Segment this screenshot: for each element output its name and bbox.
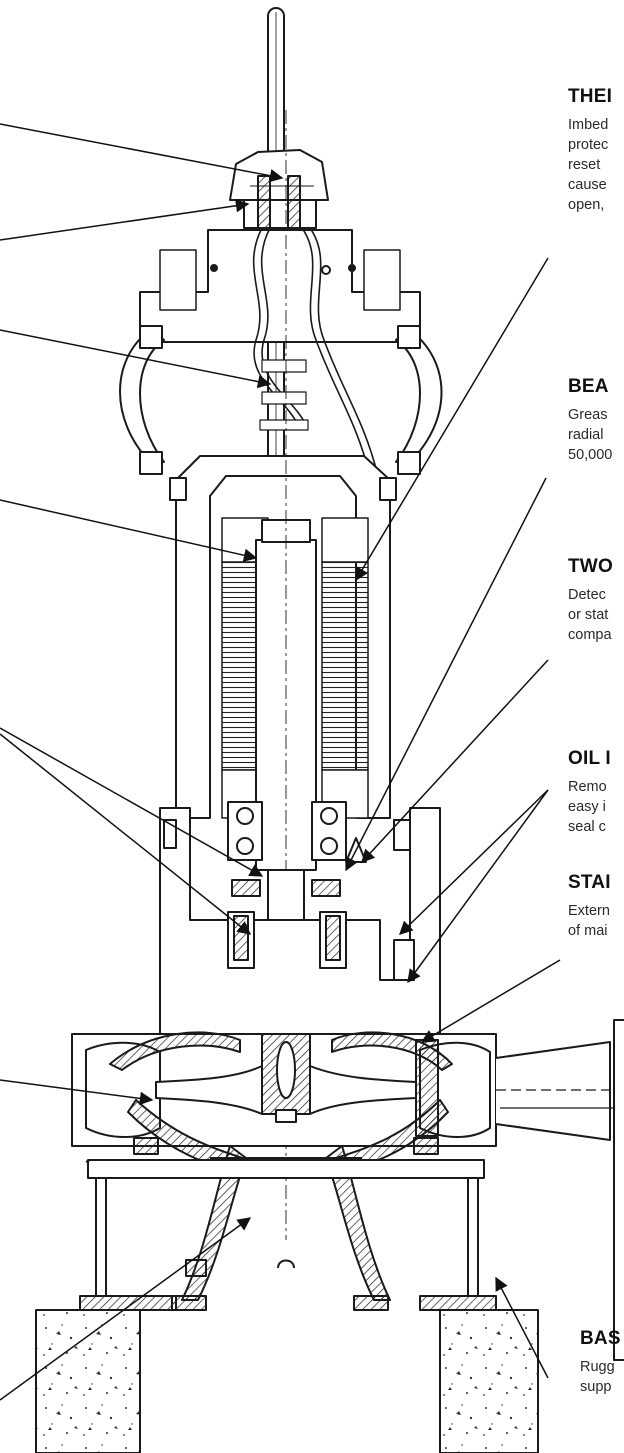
callout-two-line-1: Detec — [568, 587, 606, 603]
callout-thermal-line-5: open, — [568, 197, 605, 213]
callout-bearings-heading: BEA — [568, 376, 609, 397]
lower-bearings — [227, 801, 347, 861]
callout-oil: OIL I Remo easy i seal c — [568, 748, 624, 837]
cable-entry-cap — [229, 149, 329, 229]
callout-thermal-line-1: Imbed — [568, 117, 609, 133]
callout-oil-line-1: Remo — [568, 779, 607, 795]
lifting-frame — [119, 325, 443, 475]
callout-oil-line-3: seal c — [568, 819, 606, 835]
callout-stainless-heading: STAI — [568, 872, 611, 893]
callout-thermal-heading: THEI — [568, 86, 613, 107]
callout-bearings-line-1: Greas — [568, 407, 608, 423]
callout-base-line-1: Rugg — [580, 1359, 615, 1375]
callout-two-heading: TWO — [568, 556, 613, 577]
leader-arrows — [0, 123, 561, 1401]
discharge-connection — [495, 1019, 624, 1361]
callout-stainless-line-1: Extern — [568, 903, 610, 919]
callout-thermal: THEI Imbed protec reset cause open, — [568, 86, 624, 215]
callout-stainless: STAI Extern of mai — [568, 872, 624, 941]
callout-bearings: BEA Greas radial 50,000 — [568, 376, 624, 465]
callout-oil-heading: OIL I — [568, 748, 611, 769]
internal-wiring — [252, 227, 379, 477]
callout-two-line-3: compa — [568, 627, 612, 643]
callout-two-line-2: or stat — [568, 607, 609, 623]
callout-base-line-2: supp — [580, 1379, 612, 1395]
callout-stainless-line-2: of mai — [568, 923, 608, 939]
concrete-footing-left — [35, 1309, 141, 1453]
impeller — [155, 1033, 417, 1123]
callout-thermal-line-2: protec — [568, 137, 609, 153]
callout-bearings-line-2: radial — [568, 427, 604, 443]
callout-thermal-line-3: reset — [568, 157, 601, 173]
pump-stand — [79, 1159, 497, 1311]
concrete-footing-right — [439, 1309, 539, 1453]
callout-base-heading: BAS — [580, 1328, 621, 1349]
stator-winding-right — [321, 517, 369, 819]
callout-thermal-line-4: cause — [568, 177, 607, 193]
callout-oil-line-2: easy i — [568, 799, 606, 815]
motor-top-housing — [139, 229, 421, 343]
callout-bearings-line-3: 50,000 — [568, 447, 613, 463]
callout-two: TWO Detec or stat compa — [568, 556, 624, 645]
callout-base: BAS Rugg supp — [580, 1328, 624, 1397]
